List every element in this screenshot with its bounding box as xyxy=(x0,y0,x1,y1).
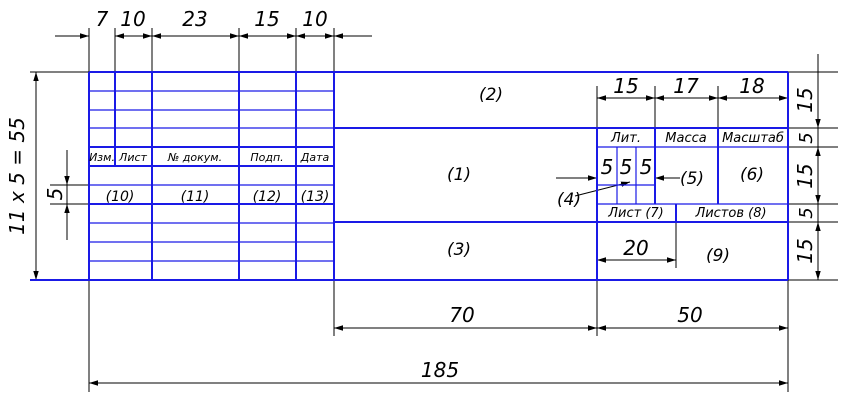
field-label-10: (10) xyxy=(106,189,135,205)
field-label-6: (6) xyxy=(740,165,764,185)
lit-cell-3: 5 xyxy=(640,155,653,179)
field-label-12: (12) xyxy=(253,189,282,205)
header-doc-number: № докум. xyxy=(167,151,222,164)
header-massa: Масса xyxy=(665,131,706,146)
header-sheet: Лист (7) xyxy=(607,206,664,221)
dimension-lines xyxy=(33,33,821,386)
header-date: Дата xyxy=(300,151,330,164)
header-izm: Изм. xyxy=(89,151,115,164)
dim-right-15: 15 xyxy=(613,74,638,98)
dim-bottom-70: 70 xyxy=(449,303,474,327)
dim-top-23: 23 xyxy=(182,7,207,31)
dim-side-15c: 15 xyxy=(793,238,817,263)
dim-top-10a: 10 xyxy=(120,7,145,31)
field-label-1: (1) xyxy=(447,165,471,185)
header-lit: Лит. xyxy=(610,131,641,146)
field-label-11: (11) xyxy=(181,189,210,205)
title-block-frame xyxy=(30,71,789,281)
dim-bottom-50: 50 xyxy=(677,303,702,327)
dim-side-5b: 5 xyxy=(796,207,817,218)
field-label-4: (4) xyxy=(557,190,581,210)
dim-left-5: 5 xyxy=(43,188,67,201)
header-signature: Подп. xyxy=(250,151,283,164)
dim-left-total: 11 x 5 = 55 xyxy=(5,117,29,235)
dim-side-5a: 5 xyxy=(796,132,817,143)
dim-bottom-185: 185 xyxy=(421,358,459,382)
header-sheets: Листов (8) xyxy=(694,206,766,221)
dim-inner-20: 20 xyxy=(623,236,648,260)
field-label-3: (3) xyxy=(447,240,471,260)
header-list: Лист xyxy=(118,151,147,164)
dim-side-15a: 15 xyxy=(793,87,817,112)
dimension-labels: 7 10 23 15 10 15 17 18 15 5 15 5 15 11 x… xyxy=(5,7,817,382)
field-label-2: (2) xyxy=(479,85,503,105)
dim-top-7: 7 xyxy=(96,7,109,31)
field-labels: (2) (1) (3) (4) (5) (6) (9) (10) (11) (1… xyxy=(106,85,764,266)
dim-side-15b: 15 xyxy=(793,163,817,188)
lit-cell-1: 5 xyxy=(601,155,614,179)
column-headers: Изм. Лист № докум. Подп. Дата Лит. Масса… xyxy=(89,131,784,221)
dim-right-17: 17 xyxy=(673,74,699,98)
field-label-13: (13) xyxy=(301,189,330,205)
lit-cell-2: 5 xyxy=(620,155,633,179)
dim-top-15: 15 xyxy=(254,7,279,31)
field-label-9: (9) xyxy=(706,246,730,266)
dim-top-10b: 10 xyxy=(302,7,327,31)
field-label-5: (5) xyxy=(680,169,704,189)
dim-right-18: 18 xyxy=(739,74,764,98)
header-masshtab: Масштаб xyxy=(722,131,784,146)
